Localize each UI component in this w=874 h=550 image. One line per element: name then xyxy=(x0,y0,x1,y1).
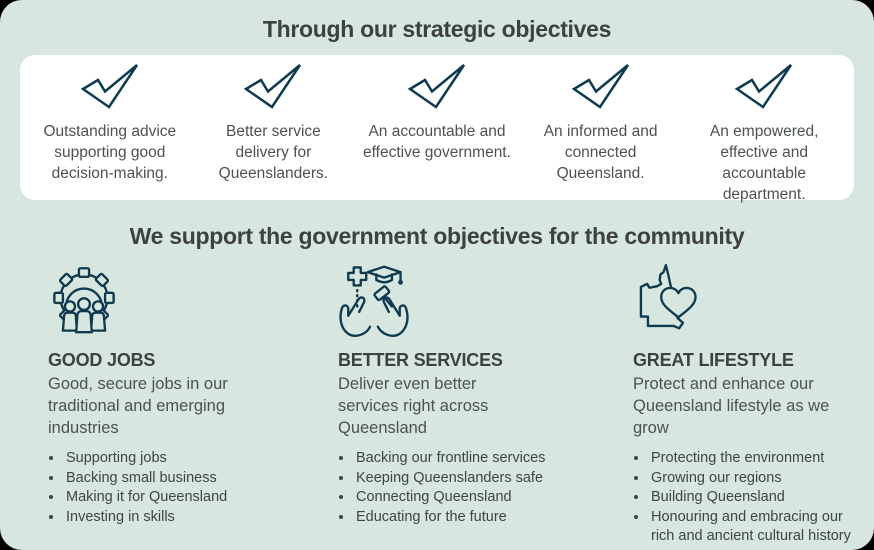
pillar-great-lifestyle: GREAT LIFESTYLE Protect and enhance our … xyxy=(633,262,858,546)
check-icon xyxy=(407,64,466,109)
check-icon xyxy=(734,64,793,109)
objective-item: Better service delivery for Queenslander… xyxy=(192,64,356,184)
bullet-item: Protecting the environment xyxy=(649,449,858,468)
hands-holding-services-icon xyxy=(339,265,409,337)
objective-text: An accountable and effective government. xyxy=(363,123,511,161)
bullet-item: Building Queensland xyxy=(649,488,858,507)
objective-text: An empowered, effective and accountable … xyxy=(709,123,819,203)
people-in-gear-icon xyxy=(53,267,115,334)
pillar-description: Deliver even better services right acros… xyxy=(338,375,489,437)
objective-item: An informed and connected Queensland. xyxy=(519,64,683,184)
bullet-item: Supporting jobs xyxy=(64,449,320,468)
pillar-title: GOOD JOBS xyxy=(48,350,156,370)
objective-text: Outstanding advice supporting good decis… xyxy=(43,123,177,182)
pillar-description: Good, secure jobs in our traditional and… xyxy=(48,375,228,437)
pillar-better-services: BETTER SERVICES Deliver even better serv… xyxy=(338,262,615,546)
pillar-title: GREAT LIFESTYLE xyxy=(633,350,794,370)
objective-text: Better service delivery for Queenslander… xyxy=(218,123,329,182)
pillar-title: BETTER SERVICES xyxy=(338,350,503,370)
pillar-bullet-list: Supporting jobs Backing small business M… xyxy=(48,449,320,527)
bullet-item: Growing our regions xyxy=(649,469,858,488)
queensland-map-heart-icon xyxy=(639,263,697,330)
bullet-item: Connecting Queensland xyxy=(354,488,615,507)
check-icon xyxy=(80,64,138,109)
bullet-item: Keeping Queenslanders safe xyxy=(354,469,615,488)
community-pillars: GOOD JOBS Good, secure jobs in our tradi… xyxy=(0,250,874,546)
bullet-item: Making it for Queensland xyxy=(64,488,320,507)
objective-item: An accountable and effective government. xyxy=(355,64,519,163)
community-objectives-heading: We support the government objectives for… xyxy=(129,223,745,249)
pillar-bullet-list: Protecting the environment Growing our r… xyxy=(633,449,858,546)
bullet-item: Honouring and embracing our rich and anc… xyxy=(649,508,858,546)
bullet-item: Educating for the future xyxy=(354,508,615,527)
bullet-item: Backing our frontline services xyxy=(354,449,615,468)
check-icon xyxy=(244,64,302,109)
check-icon xyxy=(571,64,629,109)
objective-text: An informed and connected Queensland. xyxy=(543,123,658,182)
strategic-objectives-card: Outstanding advice supporting good decis… xyxy=(20,55,854,203)
objective-item: Outstanding advice supporting good decis… xyxy=(28,64,192,184)
pillar-bullet-list: Backing our frontline services Keeping Q… xyxy=(338,449,615,527)
strategic-objectives-heading: Through our strategic objectives xyxy=(262,16,612,42)
pillar-good-jobs: GOOD JOBS Good, secure jobs in our tradi… xyxy=(48,262,320,546)
bullet-item: Investing in skills xyxy=(64,508,320,527)
objective-item: An empowered, effective and accountable … xyxy=(682,64,846,205)
pillar-description: Protect and enhance our Queensland lifes… xyxy=(633,375,830,437)
bullet-item: Backing small business xyxy=(64,469,320,488)
